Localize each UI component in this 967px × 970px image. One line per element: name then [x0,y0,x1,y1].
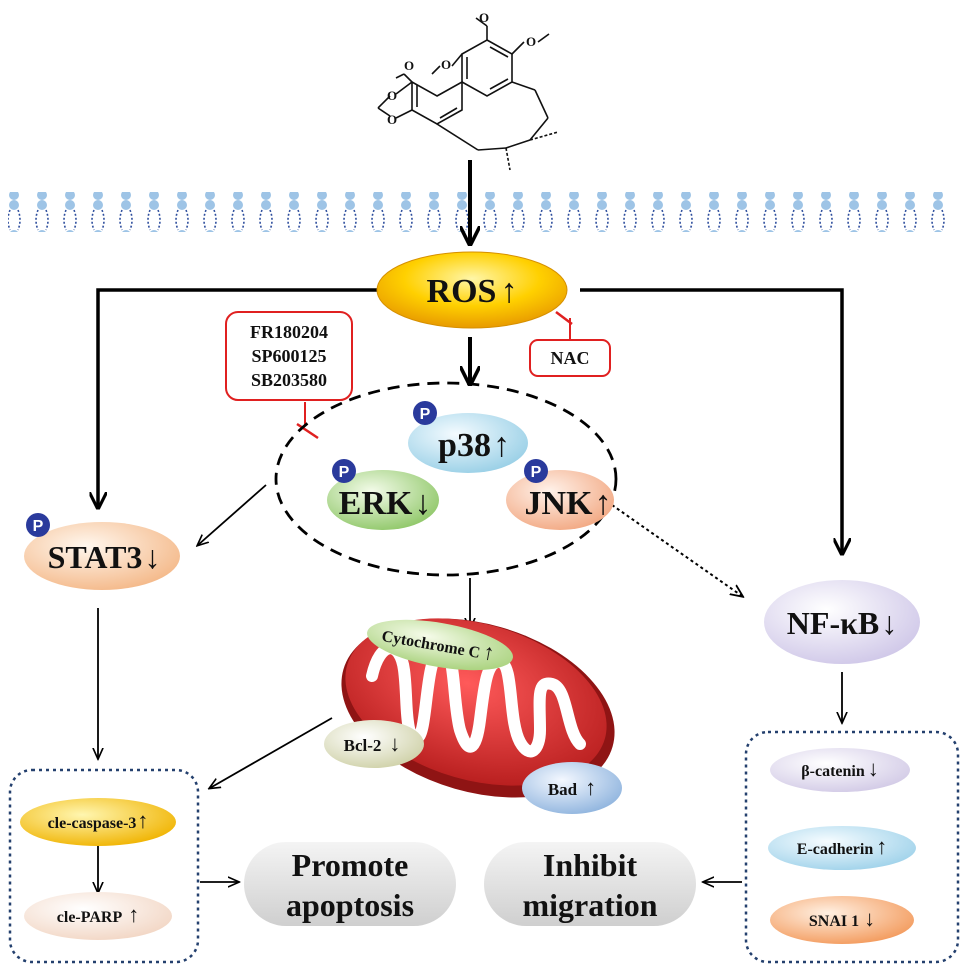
nac-label: NAC [551,348,590,368]
bad-node: Bad↑ [522,762,622,814]
erk-text: ERK↓ [339,485,432,522]
arrow-ros-to-nfkb [580,288,842,552]
stat3-phospho-label: P [33,518,44,535]
bcl2-node: Bcl-2↓ [324,720,424,768]
apoptosis-line-2: apoptosis [286,887,414,923]
cell-membrane [8,192,958,232]
snai1-text: SNAI 1↓ [809,906,875,931]
snai1-node: SNAI 1↓ [770,896,914,944]
stat3-text: STAT3↓ [48,539,161,575]
p38-phospho-badge [413,401,437,425]
inhibit-migration-outcome: Inhibit migration [484,842,696,926]
parp-node: cle-PARP↑ [24,892,172,940]
p38-node: p38↑ P [408,401,528,473]
jnk-phospho-label: P [531,464,542,481]
apoptosis-markers-box [8,768,200,964]
arrow-mitochondria-to-caspase [210,717,333,788]
migration-line-1: Inhibit [543,847,638,883]
caspase3-text: cle-caspase-3↑ [48,808,149,833]
methoxy-o-2: O [441,57,451,72]
methoxy-o-1: O [526,34,536,49]
molecule-atom-labels: O O O O O O [387,10,536,127]
jnk-node: JNK↑ P [506,459,614,530]
migration-line-2: migration [522,887,657,923]
caspase3-node: cle-caspase-3↑ [20,798,176,846]
migration-markers-box [744,730,960,964]
dioxole-o-2: O [387,112,397,127]
beta-catenin-node: β-catenin↓ [770,748,910,792]
ros-text: ROS↑ [427,273,518,310]
nac-inhibitor: NAC [529,311,611,377]
nfkb-text: NF-κB↓ [787,605,897,641]
erk-phospho-label: P [339,464,350,481]
ros-node: ROS↑ [376,251,568,329]
arrow-mapk-to-nfkb [611,504,742,596]
jnk-text: JNK↑ [525,485,612,522]
e-cadherin-text: E-cadherin↑ [797,834,887,859]
parp-text: cle-PARP↑ [57,902,139,927]
p38-phospho-label: P [420,406,431,423]
beta-catenin-text: β-catenin↓ [801,756,879,781]
stat3-node: STAT3↓ P [24,513,180,590]
pathway-arrows [98,160,842,892]
nfkb-node: NF-κB↓ [764,580,920,664]
erk-node: ERK↓ P [327,459,439,530]
methoxy-o-4: O [479,10,489,25]
bcl2-text: Bcl-2↓ [344,731,401,756]
jnk-phospho-badge [524,459,548,483]
dioxole-o-1: O [387,88,397,103]
erk-phospho-badge [332,459,356,483]
mapk-inhibitors: FR180204 SP600125 SB203580 [225,311,353,440]
inhibitor-sp600125: SP600125 [251,346,326,366]
inhibitor-sb203580: SB203580 [251,370,327,390]
apoptosis-line-1: Promote [292,847,409,883]
methoxy-o-3: O [404,58,414,73]
inhibitor-fr180204: FR180204 [250,322,328,342]
p38-text: p38↑ [438,427,510,464]
molecule-structure [377,17,559,171]
cytochrome-c-node: Cytochrome C↑ [367,619,513,671]
arrow-mapk-to-stat3 [198,484,267,545]
arrow-ros-to-stat3 [98,288,378,506]
stat3-phospho-badge [26,513,50,537]
bad-text: Bad↑ [548,775,596,800]
promote-apoptosis-outcome: Promote apoptosis [244,842,456,926]
mapk-complex-outline [274,381,618,577]
e-cadherin-node: E-cadherin↑ [768,826,916,870]
